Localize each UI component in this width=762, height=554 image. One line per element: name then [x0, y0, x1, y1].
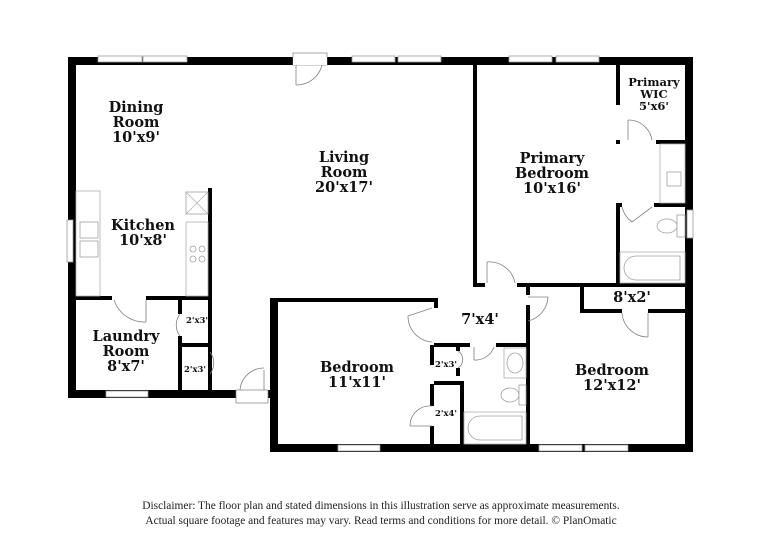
window — [351, 55, 396, 63]
room-bedroom-3: Bedroom 12'x12' — [575, 362, 650, 394]
room-name: Bedroom — [515, 165, 590, 182]
back-door[interactable] — [235, 367, 269, 404]
window — [508, 55, 553, 63]
toilet-icon — [500, 387, 520, 403]
laundry-closet-door-upper[interactable] — [175, 313, 181, 337]
room-name: WIC — [639, 87, 667, 101]
room-labels: Dining Room 10'x9' Living Room 20'x17' P… — [93, 75, 680, 419]
room-dimensions: 20'x17' — [315, 179, 373, 196]
room-living: Living Room 20'x17' — [315, 149, 373, 196]
sink-icon — [666, 171, 682, 187]
room-dimensions: 10'x16' — [523, 180, 581, 197]
laundry-door[interactable] — [113, 299, 147, 323]
room-name: Bedroom — [320, 359, 395, 376]
window — [337, 444, 381, 452]
disclaimer-line-1: Disclaimer: The floor plan and stated di… — [142, 500, 620, 512]
room-closet-hall-upper: 2'x3' — [435, 360, 457, 370]
hall-closet-door[interactable] — [457, 350, 464, 369]
room-hall: 7'x4' — [461, 311, 499, 328]
front-door[interactable] — [292, 52, 328, 86]
window — [142, 55, 188, 63]
windows — [66, 55, 694, 452]
room-primary-wic: Primary WIC 5'x6' — [628, 75, 680, 113]
room-dimensions: 10'x9' — [112, 129, 160, 146]
room-name: Kitchen — [111, 217, 175, 234]
sink-icon — [79, 221, 99, 239]
bathtub-icon — [463, 411, 527, 445]
room-name: Room — [103, 343, 150, 360]
room-dimensions: 2'x3' — [186, 316, 208, 326]
room-dimensions: 12'x12' — [583, 377, 641, 394]
bedroom2-door[interactable] — [407, 307, 433, 343]
room-dimensions: 8'x2' — [613, 289, 651, 306]
room-name: Bedroom — [575, 362, 650, 379]
bath-door[interactable] — [473, 346, 495, 361]
disclaimer-line-2: Actual square footage and features may v… — [145, 515, 617, 527]
fixtures — [75, 143, 686, 445]
room-dimensions: 5'x6' — [639, 99, 669, 113]
primary-bedroom-door[interactable] — [486, 261, 516, 284]
room-name: Laundry — [93, 328, 160, 345]
window — [555, 55, 600, 63]
room-dimensions: 2'x4' — [435, 409, 457, 419]
room-closet-laundry-upper: 2'x3' — [186, 316, 208, 326]
vanity — [659, 143, 686, 204]
disclaimer: Disclaimer: The floor plan and stated di… — [0, 499, 762, 529]
room-dimensions: 11'x11' — [328, 374, 386, 391]
kitchen-counter-left — [75, 190, 101, 297]
bedroom3-closet-door[interactable] — [621, 312, 649, 338]
window — [97, 55, 143, 63]
window — [584, 444, 629, 452]
room-name: Primary — [628, 75, 680, 89]
room-name: Room — [321, 164, 368, 181]
room-dimensions: 2'x3' — [435, 360, 457, 370]
toilet-icon — [656, 218, 678, 234]
kitchen-counter-right — [185, 221, 209, 297]
stove-icon — [189, 245, 206, 263]
room-name: Living — [319, 149, 369, 166]
primary-bath-door[interactable] — [621, 206, 653, 223]
interior-walls — [76, 65, 685, 452]
window — [538, 444, 583, 452]
room-bedroom-2: Bedroom 11'x11' — [320, 359, 395, 391]
window — [397, 55, 442, 63]
room-dimensions: 10'x8' — [119, 232, 167, 249]
room-kitchen: Kitchen 10'x8' — [111, 217, 175, 249]
bedroom3-door[interactable] — [527, 296, 549, 322]
window — [66, 219, 74, 263]
room-name: Primary — [520, 150, 585, 167]
room-dimensions: 2'x3' — [184, 365, 206, 375]
sink-icon — [506, 352, 524, 374]
room-closet-8x2: 8'x2' — [613, 289, 651, 306]
room-dining: Dining Room 10'x9' — [109, 99, 164, 146]
room-name: Room — [113, 114, 160, 131]
window — [105, 390, 149, 398]
bedroom2-closet-door[interactable] — [409, 405, 433, 427]
room-dimensions: 7'x4' — [461, 311, 499, 328]
wic-door[interactable] — [627, 119, 653, 141]
room-dimensions: 8'x7' — [107, 358, 145, 375]
room-laundry: Laundry Room 8'x7' — [93, 328, 160, 375]
room-primary-bedroom: Primary Bedroom 10'x16' — [515, 150, 590, 197]
bathtub-icon — [619, 251, 686, 284]
laundry-closet-door-lower[interactable] — [209, 351, 215, 375]
room-closet-laundry-lower: 2'x3' — [184, 365, 206, 375]
window — [686, 209, 694, 239]
doors — [113, 52, 653, 427]
room-name: Dining — [109, 99, 164, 116]
room-closet-hall-lower: 2'x4' — [435, 409, 457, 419]
